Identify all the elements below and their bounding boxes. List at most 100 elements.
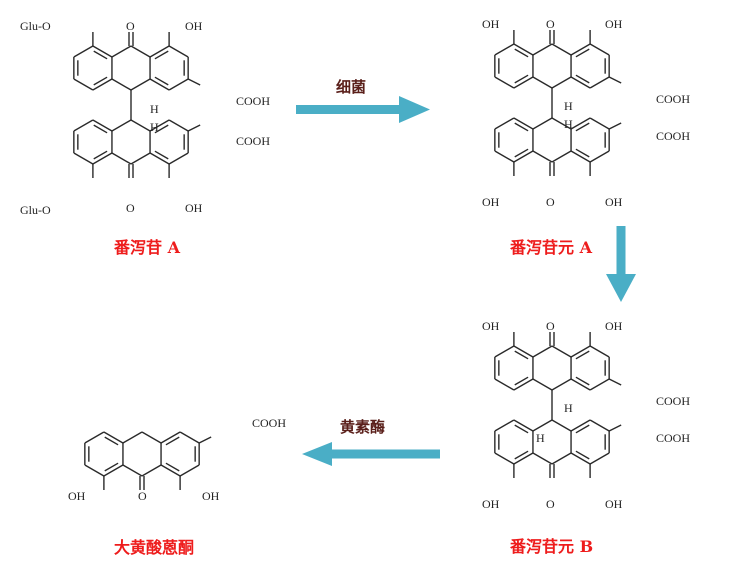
bond bbox=[93, 124, 108, 134]
bond bbox=[494, 76, 515, 89]
cooh-top-text: COOH bbox=[656, 394, 690, 408]
bond bbox=[73, 45, 94, 58]
bond bbox=[168, 152, 189, 165]
bond bbox=[575, 350, 590, 360]
dimer-skeleton bbox=[494, 30, 622, 176]
bond bbox=[589, 452, 610, 465]
bond bbox=[141, 431, 162, 444]
bond bbox=[103, 431, 124, 444]
glu-o-bottom-text: Glu-O bbox=[20, 203, 51, 217]
bond bbox=[130, 152, 151, 165]
bond bbox=[514, 424, 529, 434]
bond bbox=[187, 78, 201, 86]
bond bbox=[92, 152, 113, 165]
name-sennidin-b: 番泻苷元 B bbox=[510, 537, 594, 556]
bond bbox=[608, 378, 622, 386]
agent-flavin-enzyme: 黄素酶 bbox=[340, 418, 386, 436]
h-top-text: H bbox=[150, 102, 159, 116]
bond bbox=[608, 122, 622, 130]
bond bbox=[92, 119, 113, 132]
bond bbox=[589, 378, 610, 391]
arrow-down-icon bbox=[606, 226, 636, 302]
structure-sennoside-a: Glu-O Glu-O O OH COOH COOH O OH H H bbox=[18, 8, 278, 218]
bond bbox=[551, 452, 572, 465]
structure-sennidin-b: OH O OH COOH COOH OH O OH H H bbox=[452, 308, 712, 518]
cooh-bottom-text: COOH bbox=[656, 431, 690, 445]
bond bbox=[589, 345, 610, 358]
bond bbox=[494, 419, 515, 432]
bond bbox=[168, 119, 189, 132]
bond bbox=[532, 378, 553, 391]
bond bbox=[494, 452, 515, 465]
bond bbox=[513, 345, 534, 358]
oh-bottom-right-text: OH bbox=[605, 497, 623, 511]
bond bbox=[179, 464, 200, 477]
name-rhein-anthrone: 大黄酸蒽酮 bbox=[114, 538, 195, 557]
bond bbox=[73, 119, 94, 132]
bond bbox=[514, 376, 529, 386]
bond bbox=[154, 76, 169, 86]
bond bbox=[130, 119, 151, 132]
bond bbox=[513, 452, 534, 465]
h-top-text: H bbox=[564, 99, 573, 113]
name-sennidin-a: 番泻苷元 A bbox=[510, 238, 592, 257]
bond bbox=[589, 419, 610, 432]
bond bbox=[154, 150, 169, 160]
bond bbox=[513, 117, 534, 130]
bond bbox=[608, 424, 622, 432]
bond bbox=[570, 419, 591, 432]
h-bottom-text: H bbox=[564, 117, 573, 131]
bond bbox=[589, 150, 610, 163]
bond bbox=[130, 78, 151, 91]
agent-bacteria: 细菌 bbox=[336, 78, 367, 96]
bond bbox=[122, 431, 143, 444]
bond bbox=[154, 50, 169, 60]
bond bbox=[494, 345, 515, 358]
bond bbox=[575, 122, 590, 132]
bond bbox=[149, 45, 170, 58]
bond bbox=[532, 150, 553, 163]
bond bbox=[570, 150, 591, 163]
carbonyl-bottom-text: O bbox=[126, 201, 135, 215]
bond bbox=[103, 464, 124, 477]
bond bbox=[122, 464, 143, 477]
oh-top-text: OH bbox=[185, 19, 203, 33]
bond bbox=[532, 43, 553, 56]
bond bbox=[198, 436, 212, 444]
carbonyl-bottom-text: O bbox=[546, 195, 555, 209]
bond bbox=[84, 431, 105, 444]
bond bbox=[93, 50, 108, 60]
bond bbox=[532, 117, 553, 130]
bond bbox=[570, 43, 591, 56]
bond bbox=[513, 43, 534, 56]
bond bbox=[179, 431, 200, 444]
bond bbox=[570, 378, 591, 391]
bond bbox=[575, 74, 590, 84]
cooh-text: COOH bbox=[252, 416, 286, 430]
bond bbox=[149, 119, 170, 132]
bond bbox=[168, 78, 189, 91]
bond bbox=[92, 78, 113, 91]
bond bbox=[532, 452, 553, 465]
oh-top-left-text: OH bbox=[482, 17, 500, 31]
oh-left-text: OH bbox=[68, 489, 86, 503]
bond bbox=[187, 124, 201, 132]
carbonyl-text: O bbox=[138, 489, 147, 503]
bond bbox=[111, 119, 132, 132]
bond bbox=[570, 452, 591, 465]
bond bbox=[551, 378, 572, 391]
structure-rhein-anthrone: COOH OH O OH bbox=[20, 404, 300, 514]
bond bbox=[92, 45, 113, 58]
bond bbox=[130, 45, 151, 58]
bond bbox=[575, 148, 590, 158]
bond bbox=[494, 117, 515, 130]
oh-right-text: OH bbox=[202, 489, 220, 503]
name-sennoside-a: 番泻苷 A bbox=[114, 238, 180, 257]
oh-bottom-text: OH bbox=[185, 201, 203, 215]
oh-bottom-right-text: OH bbox=[605, 195, 623, 209]
oh-top-left-text: OH bbox=[482, 319, 500, 333]
h-bottom-text: H bbox=[536, 431, 545, 445]
bond bbox=[570, 76, 591, 89]
bond bbox=[84, 464, 105, 477]
bond bbox=[73, 78, 94, 91]
